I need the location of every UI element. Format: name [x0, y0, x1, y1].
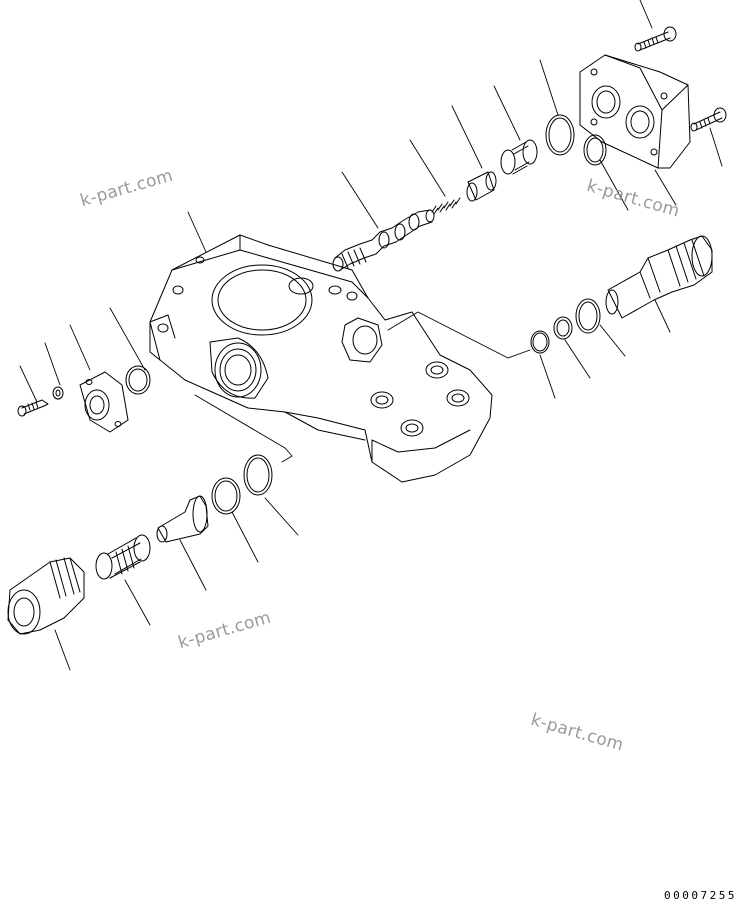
- bottom-piston: [157, 496, 208, 542]
- bottom-o-ring-small: [212, 478, 240, 514]
- bottom-plug: [8, 558, 84, 634]
- relief-valve-cartridge: [606, 236, 712, 318]
- right-backup-ring: [554, 317, 572, 339]
- callout-lines: [20, 0, 722, 670]
- right-bolt: [691, 108, 726, 131]
- drawing-number: 00007255: [664, 889, 737, 902]
- bottom-spring: [96, 535, 150, 579]
- right-o-ring-large: [576, 299, 600, 333]
- top-bolt: [635, 27, 676, 51]
- left-bolt: [18, 400, 48, 416]
- top-spring: [501, 140, 537, 174]
- right-o-ring-small: [531, 331, 549, 353]
- valve-body: [150, 235, 492, 482]
- bottom-o-ring-large: [244, 455, 272, 495]
- left-o-ring: [126, 366, 150, 394]
- top-o-ring-small: [584, 135, 606, 165]
- cover-plate: [580, 55, 690, 168]
- left-washer: [53, 387, 63, 399]
- piston: [467, 172, 496, 201]
- small-spring: [432, 198, 460, 214]
- left-flange: [80, 372, 128, 432]
- top-o-ring-large: [546, 115, 574, 155]
- spool-assembly: [333, 210, 434, 271]
